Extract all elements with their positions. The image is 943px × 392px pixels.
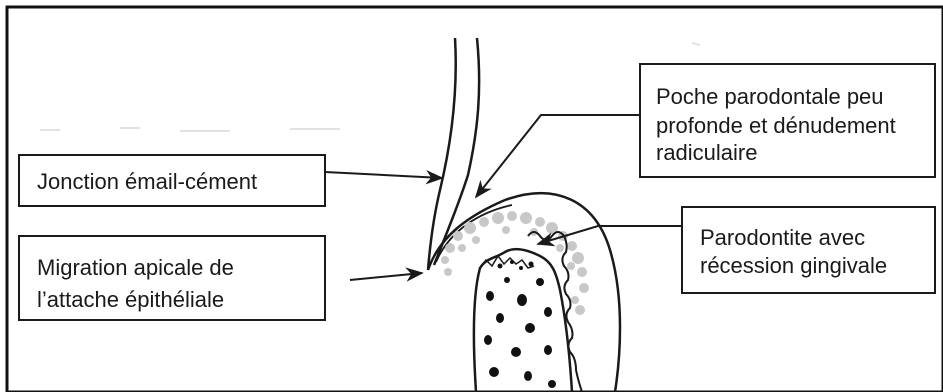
perio-label-box <box>682 207 935 293</box>
cej-label: Jonction émail-cément <box>37 169 257 194</box>
pocket-label-line3: radiculaire <box>656 140 758 165</box>
scan-artifacts <box>40 43 700 131</box>
cej-arrow <box>325 172 442 178</box>
pocket-label-line1: Poche parodontale peu <box>656 84 884 109</box>
perio-label-line2: récession gingivale <box>700 253 887 278</box>
alveolar-bone-outline <box>474 249 572 392</box>
bone-marrow-dots <box>484 260 556 388</box>
pocket-callout: Poche parodontale peu profonde et dénude… <box>476 64 935 197</box>
bone-crest-edge <box>480 256 534 268</box>
pocket-label-line2: profonde et dénudement <box>656 113 896 138</box>
migration-label-line1: Migration apicale de <box>37 255 234 280</box>
migration-arrow <box>350 273 422 280</box>
pocket-arrow <box>476 115 640 197</box>
perio-label-line1: Parodontite avec <box>700 225 865 250</box>
cej-callout: Jonction émail-cément <box>19 155 442 206</box>
migration-callout: Migration apicale de l’attache épithélia… <box>19 236 422 320</box>
perio-callout: Parodontite avec récession gingivale <box>538 207 935 293</box>
root-surface-line <box>428 38 456 270</box>
migration-label-line2: l’attache épithéliale <box>37 287 224 312</box>
